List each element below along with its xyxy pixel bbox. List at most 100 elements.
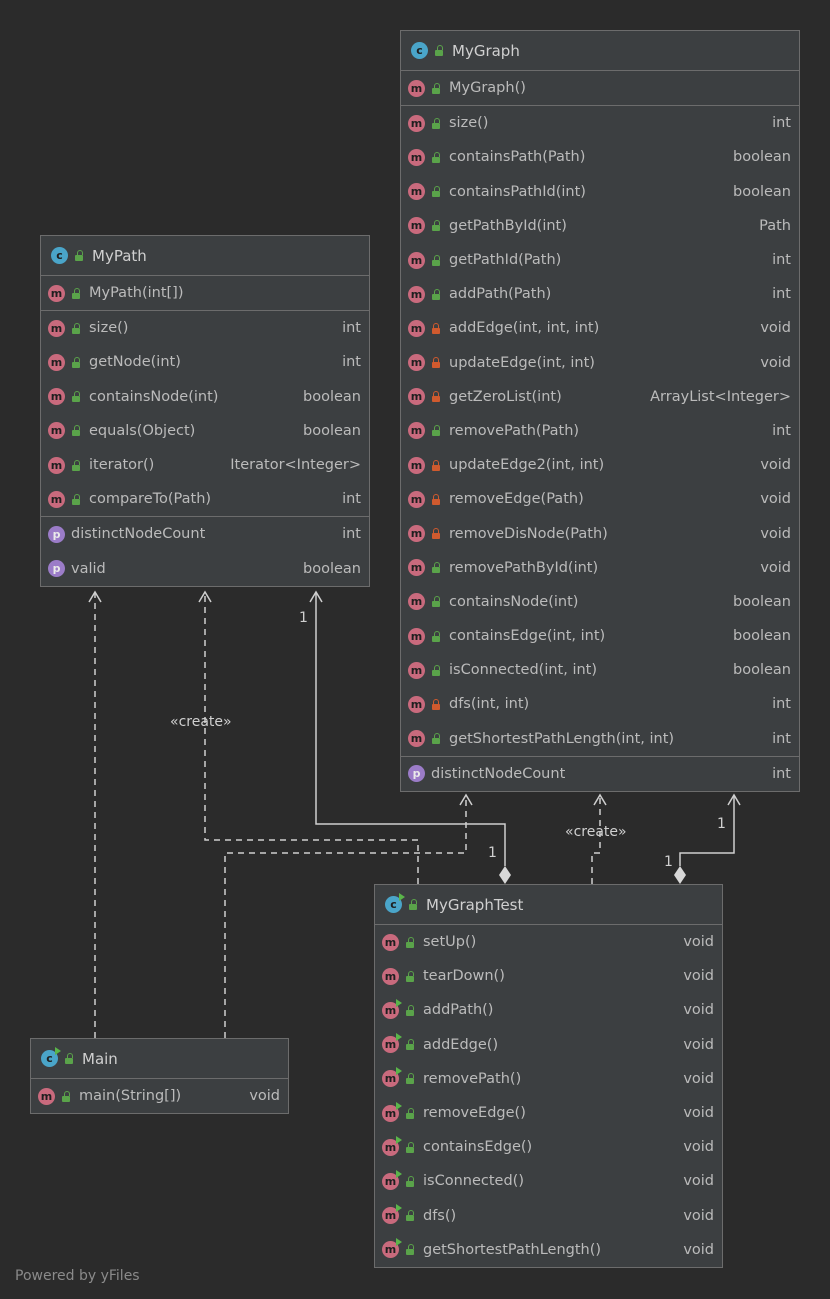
member-type: Path [759,217,791,234]
method-icon: m [408,559,425,577]
public-lock-icon [431,117,441,129]
member-type: int [772,422,791,439]
member-name: MyPath(int[]) [89,285,184,302]
method-icon: m [48,456,65,474]
public-lock-icon [431,425,441,437]
run-marker-icon [396,1101,402,1110]
member-name: distinctNodeCount [71,526,206,543]
public-lock-icon [405,1004,415,1016]
public-lock-icon [431,664,441,676]
method-icon: m [48,490,65,508]
member-type: void [683,1070,714,1087]
run-marker-icon [396,1169,402,1178]
run-marker-icon [396,1204,402,1213]
public-lock-icon [405,936,415,948]
test-to-mygraph-association-arrowhead [727,793,741,806]
class-header[interactable]: c Main [31,1039,288,1079]
method-icon: m [408,217,425,235]
member-name: getShortestPathLength(int, int) [449,730,675,747]
multiplicity-test-mygraph: 1 [664,854,673,870]
member-name: removePath() [423,1070,522,1087]
footer-credit: Powered by yFiles [15,1268,140,1284]
member-type: void [683,1036,714,1053]
member-name: containsEdge(int, int) [449,628,606,645]
member-name: removePath(Path) [449,422,580,439]
class-header[interactable]: c MyPath [41,236,369,276]
member-name: containsPathId(int) [449,183,586,200]
method-icon: m [38,1087,55,1105]
member-type: boolean [733,149,791,166]
method-icon: m [408,490,425,508]
method-icon: m [48,422,65,440]
member-name: updateEdge(int, int) [449,354,595,371]
create-label-mypath: «create» [170,714,232,730]
method-icon: m [382,1204,402,1225]
test-to-mypath-association-arrowhead [309,590,323,603]
composition-diamond-mypath [499,866,511,884]
main-to-mypath-arrowhead [88,590,102,603]
class-header[interactable]: c MyGraphTest [375,885,722,925]
public-lock-icon [431,288,441,300]
member-type: int [342,320,361,337]
create-label-mygraph: «create» [565,824,627,840]
public-lock-icon [431,82,441,94]
member-type: boolean [733,593,791,610]
member-type: boolean [733,183,791,200]
method-icon: m [408,593,425,611]
public-lock-icon [71,493,81,505]
public-lock-icon [61,1090,71,1102]
property-icon: p [48,525,65,543]
multiplicity-mypath-end: 1 [299,610,308,626]
public-lock-icon [431,562,441,574]
class-header[interactable]: c MyGraph [401,31,799,71]
member-type: int [772,765,791,782]
member-name: dfs(int, int) [449,696,530,713]
